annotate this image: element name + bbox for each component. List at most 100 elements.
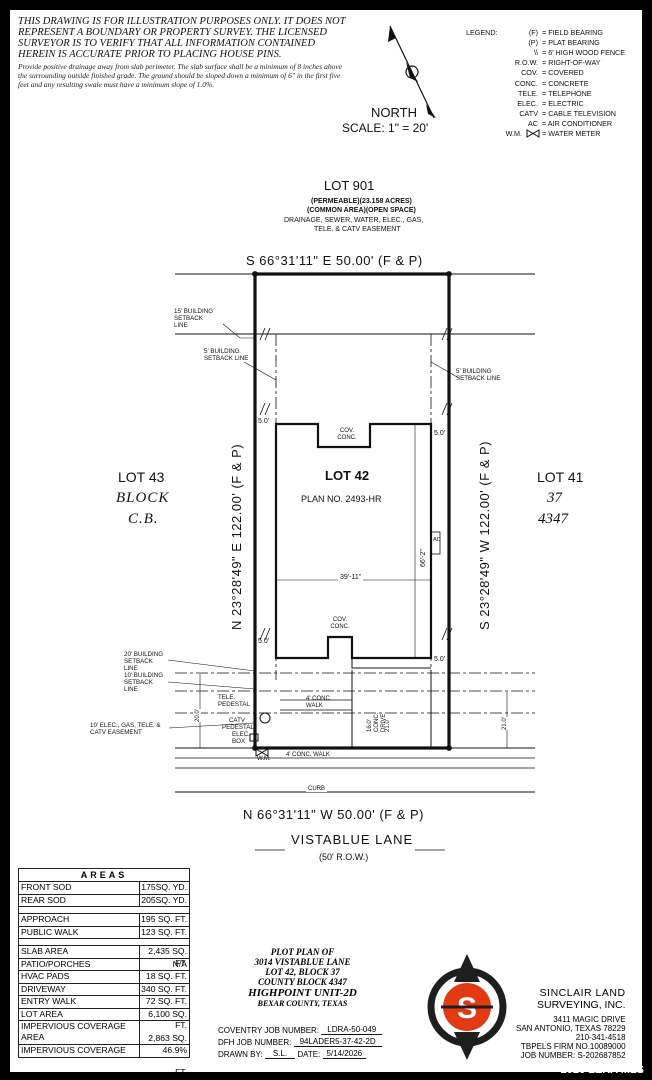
cov-conc-rear-label: COV. CONC. <box>337 428 357 441</box>
title-line: HIGHPOINT UNIT-2D <box>248 987 357 999</box>
job-row: COVENTRY JOB NUMBER: LDRA-50-049 <box>218 1024 383 1036</box>
legend-row: \\ = 6' HIGH WOOD FENCE <box>466 47 625 57</box>
water-meter-label: W.M. <box>257 756 271 762</box>
cb-number: 4347 <box>538 511 568 527</box>
side-setback-left-label: 5' BUILDING SETBACK LINE <box>204 348 249 362</box>
legend-desc: = RIGHT-OF-WAY <box>542 58 601 68</box>
job-value: 5/14/2026 <box>322 1049 367 1059</box>
left-bearing: N 23°28'49" E 122.00' (F & P) <box>229 443 244 630</box>
job-value: LDRA-50-049 <box>321 1025 383 1035</box>
row-value: 46.9% <box>162 1045 187 1055</box>
table-row: IMPERVIOUS COVERAGE 46.9% <box>19 1045 189 1057</box>
legend-desc: = FIELD BEARING <box>542 27 603 37</box>
legend-row: LEGEND:(F)= FIELD BEARING <box>466 27 625 37</box>
job-value: 94LADER5-37-42-2D <box>293 1037 382 1047</box>
lot-901-label: LOT 901 <box>324 178 375 193</box>
legend-abbr: R.O.W. <box>514 58 538 68</box>
house-depth-dim: 66'-2" <box>420 548 427 568</box>
setback-dim: 5.0' <box>258 418 270 425</box>
legend-title: LEGEND: <box>466 27 498 37</box>
house-width-dim: 39'-11" <box>338 574 364 581</box>
ac-label: AC <box>433 537 441 543</box>
company-name: SINCLAIR LAND <box>539 987 626 999</box>
front-setback-label: 20' BUILDING SETBACK LINE <box>124 651 164 672</box>
north-arrow-icon <box>388 25 436 119</box>
ten-setback-label: 10' BUILDING SETBACK LINE <box>124 672 164 693</box>
table-gap <box>19 907 189 914</box>
table-row: IMPERVIOUS COVERAGE AREA 2,863 SQ. FT. <box>19 1021 189 1072</box>
job-label: DRAWN BY: <box>218 1049 263 1059</box>
legend-abbr: ELEC. <box>517 98 538 108</box>
catv-pedestal-label: CATV PEDESTAL <box>222 717 254 731</box>
plot-plan-drawing <box>167 271 535 851</box>
setback-dim: 5.0' <box>258 638 270 645</box>
side-setback-right-label: 5' BUILDING SETBACK LINE <box>456 368 501 382</box>
disclaimer-text: THIS DRAWING IS FOR ILLUSTRATION PURPOSE… <box>18 16 346 60</box>
lot-42-label: LOT 42 <box>325 468 370 483</box>
row-label: FRONT SOD <box>19 882 140 894</box>
sinclair-logo-icon: S <box>427 954 507 1060</box>
mls-watermark: 2026 LERA MLS <box>560 1064 644 1076</box>
tele-pedestal-label: TELE. PEDESTAL <box>218 694 250 708</box>
job-info: COVENTRY JOB NUMBER: LDRA-50-049 DFH JOB… <box>218 1024 383 1060</box>
legend-row: COV.= COVERED <box>466 68 625 78</box>
water-meter-icon <box>526 129 540 139</box>
scale-label: SCALE: 1" = 20' <box>342 121 429 135</box>
legend-row: R.O.W. = RIGHT-OF-WAY <box>466 58 625 68</box>
row-label: REAR SOD <box>19 894 140 906</box>
job-value: S.L. <box>264 1049 296 1059</box>
conc-walk-label: 4' CONC. WALK <box>306 696 332 709</box>
legend-desc: = CONCRETE <box>542 78 589 88</box>
setback-dim: 5.0' <box>434 430 446 437</box>
plot-plan-sheet: THIS DRAWING IS FOR ILLUSTRATION PURPOSE… <box>10 10 642 1072</box>
block-number: 37 <box>547 490 562 506</box>
grading-note: Provide positive drainage away from slab… <box>18 62 342 89</box>
top-bearing: S 66°31'11" E 50.00' (F & P) <box>246 253 423 268</box>
legend-abbr: W.M. <box>505 129 522 139</box>
company-firm: TBPELS FIRM NO.10089000 <box>521 1042 626 1051</box>
legend-abbr: CONC. <box>514 78 538 88</box>
legend-row: AC= AIR CONDITIONER <box>466 119 625 129</box>
row-value: 205SQ. YD. <box>141 894 187 905</box>
plan-number: PLAN NO. 2493-HR <box>301 494 382 504</box>
lot-901-sub: TELE. & CATV EASEMENT <box>314 226 401 233</box>
street-row: (50' R.O.W.) <box>319 852 369 862</box>
legend-row: TELE.= TELEPHONE <box>466 88 625 98</box>
legend-row: ELEC.= ELECTRIC <box>466 98 625 108</box>
legend-abbr: \\ <box>534 47 538 57</box>
row-label: IMPERVIOUS COVERAGE <box>19 1045 140 1057</box>
row-label: IMPERVIOUS COVERAGE AREA <box>19 1021 140 1044</box>
legend-abbr: AC <box>528 119 538 129</box>
job-row: DRAWN BY: S.L. DATE: 5/14/2026 <box>218 1048 382 1060</box>
house-slab <box>274 422 433 660</box>
easement-label: 10' ELEC., GAS, TELE. & CATV EASEMENT <box>90 722 161 736</box>
lot-901-sub: (PERMEABLE)(23.158 ACRES) <box>311 198 412 205</box>
row-label: PATIO/PORCHES <box>19 958 140 970</box>
legend-desc: = CABLE TELEVISION <box>542 109 616 119</box>
row-label: SLAB AREA <box>19 946 140 958</box>
job-label: COVENTRY JOB NUMBER: <box>218 1025 320 1035</box>
company-block: SINCLAIR LAND SURVEYING, INC. 3411 MAGIC… <box>516 987 626 1060</box>
legend-row: CATV= CABLE TELEVISION <box>466 109 625 119</box>
title-line: LOT 42, BLOCK 37 <box>265 967 340 977</box>
lot-41-label: LOT 41 <box>537 469 584 485</box>
elec-box-label: ELEC. BOX <box>232 731 250 745</box>
row-value: N/A <box>172 958 187 969</box>
rear-setback-label: 15' BUILDING SETBACK LINE <box>174 308 214 329</box>
right-bearing: S 23°28'49" W 122.00' (F & P) <box>477 441 492 630</box>
legend-abbr: COV. <box>521 68 538 78</box>
company-address: SAN ANTONIO, TEXAS 78229 <box>516 1024 626 1033</box>
legend: LEGEND:(F)= FIELD BEARING (P)= PLAT BEAR… <box>466 27 625 139</box>
legend-row: W.M.= WATER METER <box>466 129 625 139</box>
table-row: PATIO/PORCHES N/A <box>19 958 189 971</box>
legend-desc: = 6' HIGH WOOD FENCE <box>542 47 626 57</box>
row-value: 2,863 SQ. FT. <box>148 1033 187 1072</box>
block-word: BLOCK <box>116 490 170 506</box>
sidewalk-label: 4' CONC. WALK <box>286 752 330 758</box>
bottom-bearing: N 66°31'11" W 50.00' (F & P) <box>243 807 424 822</box>
